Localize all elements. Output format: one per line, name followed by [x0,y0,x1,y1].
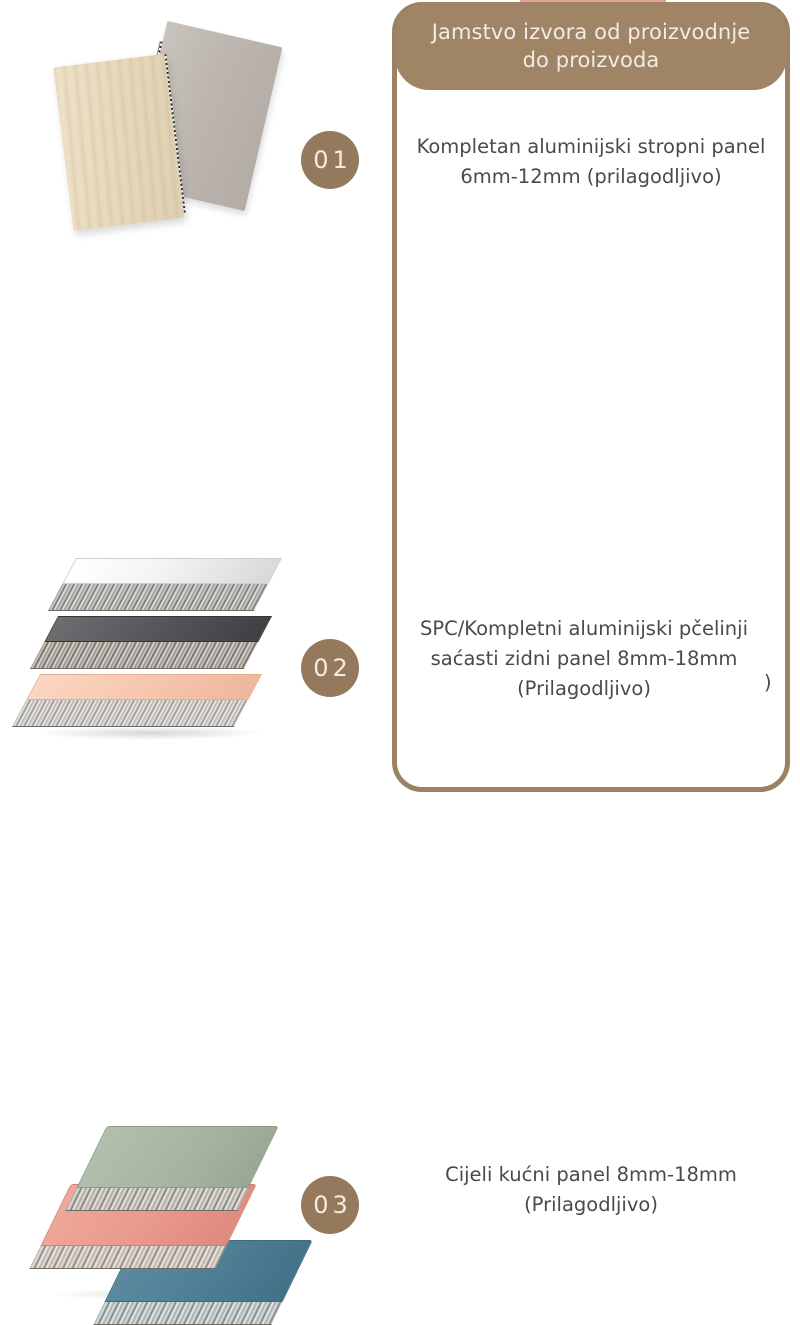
info-panel [392,2,790,792]
product-description-2: SPC/Kompletni aluminijski pčelinji saćas… [419,617,748,701]
panel-header-title: Jamstvo izvora od proizvodnje do proizvo… [395,2,787,90]
product-row-2: 02 SPC/Kompletni aluminijski pčelinji sa… [0,270,800,740]
wood-ceiling-panel [53,53,185,232]
product-description-1: Kompletan aluminijski stropni panel 6mm-… [416,135,766,189]
honeycomb-core-icon [65,1188,249,1211]
product-description-3: Cijeli kućni panel 8mm-18mm (Prilagodlji… [445,1163,737,1217]
board-face [76,1126,279,1188]
honeycomb-core-icon [93,1302,283,1325]
product-image-ceiling-panels [53,12,295,257]
stray-parenthesis-text: ) [764,671,772,694]
product-image-house-panels [10,1122,313,1325]
product-row-1: 01 Kompletan aluminijski stropni panel 6… [0,0,800,270]
step-badge-03: 03 [301,1176,359,1234]
honeycomb-core-icon [29,1246,227,1269]
top-accent-line [520,0,666,3]
step-badge-01: 01 [301,131,359,189]
product-row-3: 03 Cijeli kućni panel 8mm-18mm (Prilagod… [0,550,800,1325]
step-badge-02: 02 [301,639,359,697]
